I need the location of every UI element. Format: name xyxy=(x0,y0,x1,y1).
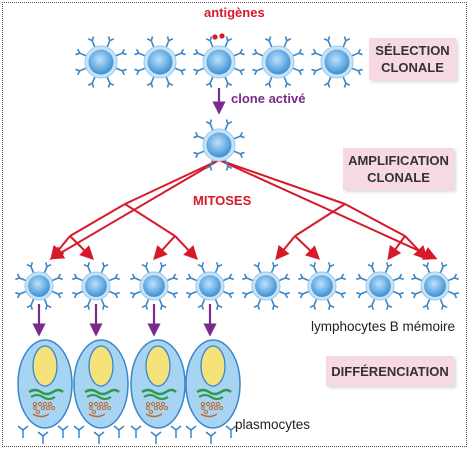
mitosis-line xyxy=(344,203,406,237)
mitosis-line xyxy=(124,203,176,237)
amplified-lymphocyte xyxy=(298,262,346,310)
plasma-cell xyxy=(130,339,186,444)
plasma-cell xyxy=(185,339,241,444)
antigen-dot xyxy=(219,33,225,39)
b-lymphocyte xyxy=(193,33,245,88)
mitosis-line xyxy=(124,159,220,205)
stage-amplification-box: AMPLIFICATION CLONALE xyxy=(343,148,454,190)
mitosis-line xyxy=(69,203,126,237)
antigen-dot xyxy=(212,34,218,40)
plasma-cells-label: plasmocytes xyxy=(235,417,311,432)
amplified-lymphocyte xyxy=(356,262,404,310)
amplified-lymphocyte xyxy=(72,262,120,310)
b-lymphocyte xyxy=(311,36,363,88)
plasma-cell xyxy=(73,339,129,444)
mitosis-arrow xyxy=(218,159,438,260)
stage-differentiation-box: DIFFÉRENCIATION xyxy=(326,356,454,386)
mitosis-arrow xyxy=(294,235,321,260)
mitosis-arrow xyxy=(387,235,406,261)
b-lymphocyte xyxy=(134,36,186,88)
plasma-cell xyxy=(17,339,73,444)
mitosis-arrow xyxy=(275,235,296,261)
mitosis-arrow xyxy=(50,235,71,261)
mitosis-arrow xyxy=(69,235,94,260)
amplified-lymphocyte xyxy=(186,262,234,310)
stage-selection-box: SÉLECTION CLONALE xyxy=(369,38,456,80)
mitosis-line xyxy=(218,159,346,205)
memory-b-cells-label: lymphocytes B mémoire xyxy=(311,319,456,334)
mitosis-arrow xyxy=(174,235,198,261)
amplified-lymphocyte xyxy=(242,262,290,310)
dotted-frame xyxy=(2,2,467,447)
mitosis-arrow xyxy=(153,235,176,261)
amplified-lymphocyte xyxy=(411,262,459,310)
amplified-lymphocyte xyxy=(130,262,178,310)
mitosis-line xyxy=(294,203,346,237)
mitoses-label: MITOSES xyxy=(193,193,252,208)
amplified-lymphocyte xyxy=(15,262,63,310)
antigens-label: antigènes xyxy=(204,5,265,20)
b-lymphocyte xyxy=(252,36,304,88)
activated-clone-label: clone activé xyxy=(231,91,306,106)
mitosis-arrow xyxy=(49,159,220,260)
b-lymphocyte xyxy=(75,36,127,88)
activated-clone-cell xyxy=(193,119,245,171)
mitosis-arrow xyxy=(404,235,428,261)
